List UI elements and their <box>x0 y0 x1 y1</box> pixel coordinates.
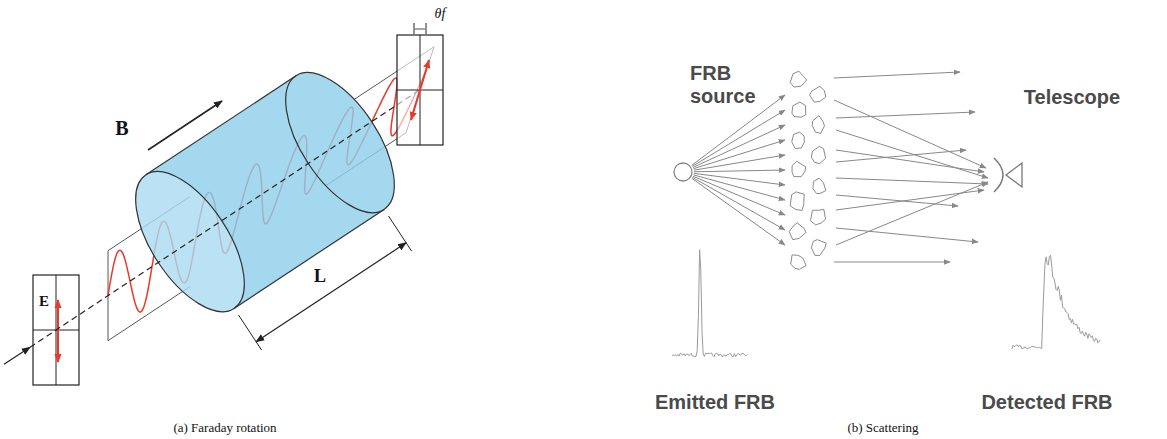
ray-arrow <box>692 178 785 245</box>
scattering-blob <box>792 132 805 149</box>
pulse-label: Emitted FRB <box>655 391 775 414</box>
label-anchor: FRB source <box>690 62 780 108</box>
angle-label: θf <box>435 6 446 22</box>
label-anchor: L <box>314 266 326 287</box>
cylinder-edge <box>234 209 384 308</box>
polarization-arrow <box>57 300 59 362</box>
field-label: B <box>115 117 128 140</box>
scattering-blob <box>810 86 826 102</box>
wave-plane-edge <box>108 287 190 341</box>
pulse-label: Detected FRB <box>981 391 1112 414</box>
ray-arrow <box>836 228 978 242</box>
scattering-panel <box>672 71 1100 357</box>
incoming-arrow <box>4 347 30 364</box>
label-anchor: θf <box>435 6 446 22</box>
scattering-blob <box>791 255 806 269</box>
scattering-blob <box>811 240 826 256</box>
pulse-trace <box>1012 255 1100 349</box>
field-label: E <box>39 293 49 310</box>
source-label: FRB source <box>690 62 780 108</box>
telescope-dish <box>994 158 1003 192</box>
ray-arrow <box>693 140 785 169</box>
ray-arrow <box>836 150 984 172</box>
ray-arrow <box>836 195 958 206</box>
scattering-blob <box>792 161 806 176</box>
angle-tick <box>414 23 415 34</box>
ray-arrow <box>834 72 960 78</box>
propagation-axis <box>30 90 420 347</box>
ray-arrow <box>836 182 988 245</box>
analyser-plate <box>397 35 443 145</box>
ray-arrow <box>692 110 785 166</box>
ray-arrow <box>693 177 785 230</box>
scattering-blob <box>789 223 806 240</box>
ray-arrow <box>694 170 785 172</box>
scattering-blob <box>790 192 804 210</box>
cylinder-edge <box>146 76 296 175</box>
dimension-arrow <box>256 243 406 342</box>
label-anchor: B <box>115 117 128 140</box>
ray-arrow <box>694 155 785 170</box>
polarization-arrow <box>411 60 429 120</box>
label-anchor: Emitted FRB <box>655 391 775 414</box>
ray-arrow <box>836 112 975 118</box>
ray-arrow <box>836 178 988 184</box>
scattering-blob <box>813 178 826 193</box>
angle-tick <box>426 23 427 34</box>
dimension-tick <box>389 216 412 251</box>
scattering-blob <box>812 116 824 134</box>
label-anchor: (a) Faraday rotation <box>173 421 276 436</box>
label-anchor: Telescope <box>1024 86 1120 109</box>
scattering-blob <box>792 102 806 117</box>
wave-layer <box>108 47 434 341</box>
caption: (b) Scattering <box>847 421 918 436</box>
label-anchor: Detected FRB <box>981 391 1112 414</box>
ray-arrow <box>693 125 785 167</box>
scattering-blob <box>811 146 825 163</box>
scattering-blob <box>790 71 807 87</box>
faraday-panel <box>4 23 443 385</box>
ray-arrow <box>836 150 966 162</box>
dimension-label: L <box>314 266 326 287</box>
label-anchor: E <box>39 293 49 310</box>
ray-arrow <box>834 100 986 168</box>
scattering-blob <box>811 209 826 225</box>
caption: (a) Faraday rotation <box>173 421 276 436</box>
dimension-tick <box>239 315 262 350</box>
ray-arrow <box>693 176 785 215</box>
frb-source <box>674 163 692 181</box>
angle-mark <box>415 29 425 30</box>
ray-arrow <box>836 130 988 178</box>
label-anchor: (b) Scattering <box>847 421 918 436</box>
field-arrow <box>148 101 222 150</box>
telescope-mount <box>1006 163 1022 187</box>
ray-arrow <box>834 262 950 263</box>
pulse-trace <box>672 250 748 357</box>
telescope-label: Telescope <box>1024 86 1120 109</box>
